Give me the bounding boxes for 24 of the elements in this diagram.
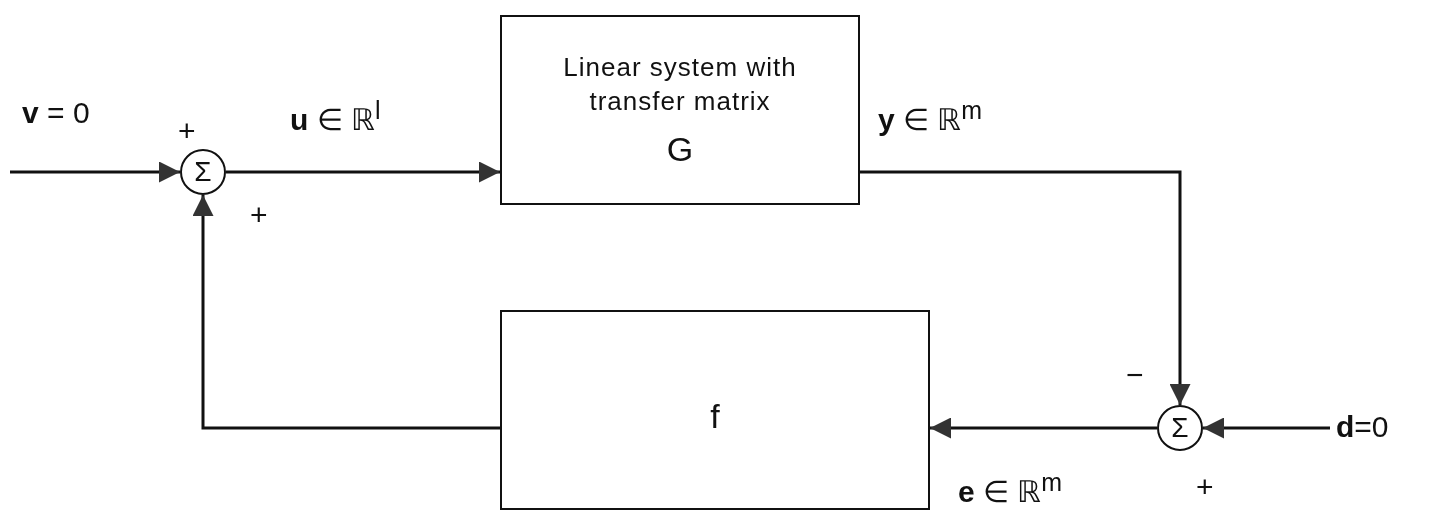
arrow [1203,417,1330,439]
edge-label: e ∈ ℝ$^{m}$ [958,470,1063,507]
block-box [500,15,860,205]
edge-label: u ∈ ℝ$^{l}$ [290,98,381,135]
block-symbol: G [666,130,694,170]
sign-label: + [250,200,268,230]
edge-label: d=0 [1336,412,1389,442]
sigma-symbol: Σ [1171,412,1189,444]
block-box [500,310,930,510]
arrow [930,417,1157,439]
arrow [192,195,500,430]
summing-junction [180,149,226,195]
sign-label: + [178,116,196,146]
arrow [860,170,1191,405]
block-text: Linear system with transfer matrix [562,50,798,118]
sign-label: − [1126,360,1144,390]
sign-label: + [1196,472,1214,502]
sigma-symbol: Σ [194,156,212,188]
arrow [226,161,500,183]
block-symbol: f [710,396,720,436]
summing-junction [1157,405,1203,451]
arrow [10,161,180,183]
edge-label: v = 0 [22,98,90,128]
edge-label: y ∈ ℝ$^{m}$ [878,98,983,135]
